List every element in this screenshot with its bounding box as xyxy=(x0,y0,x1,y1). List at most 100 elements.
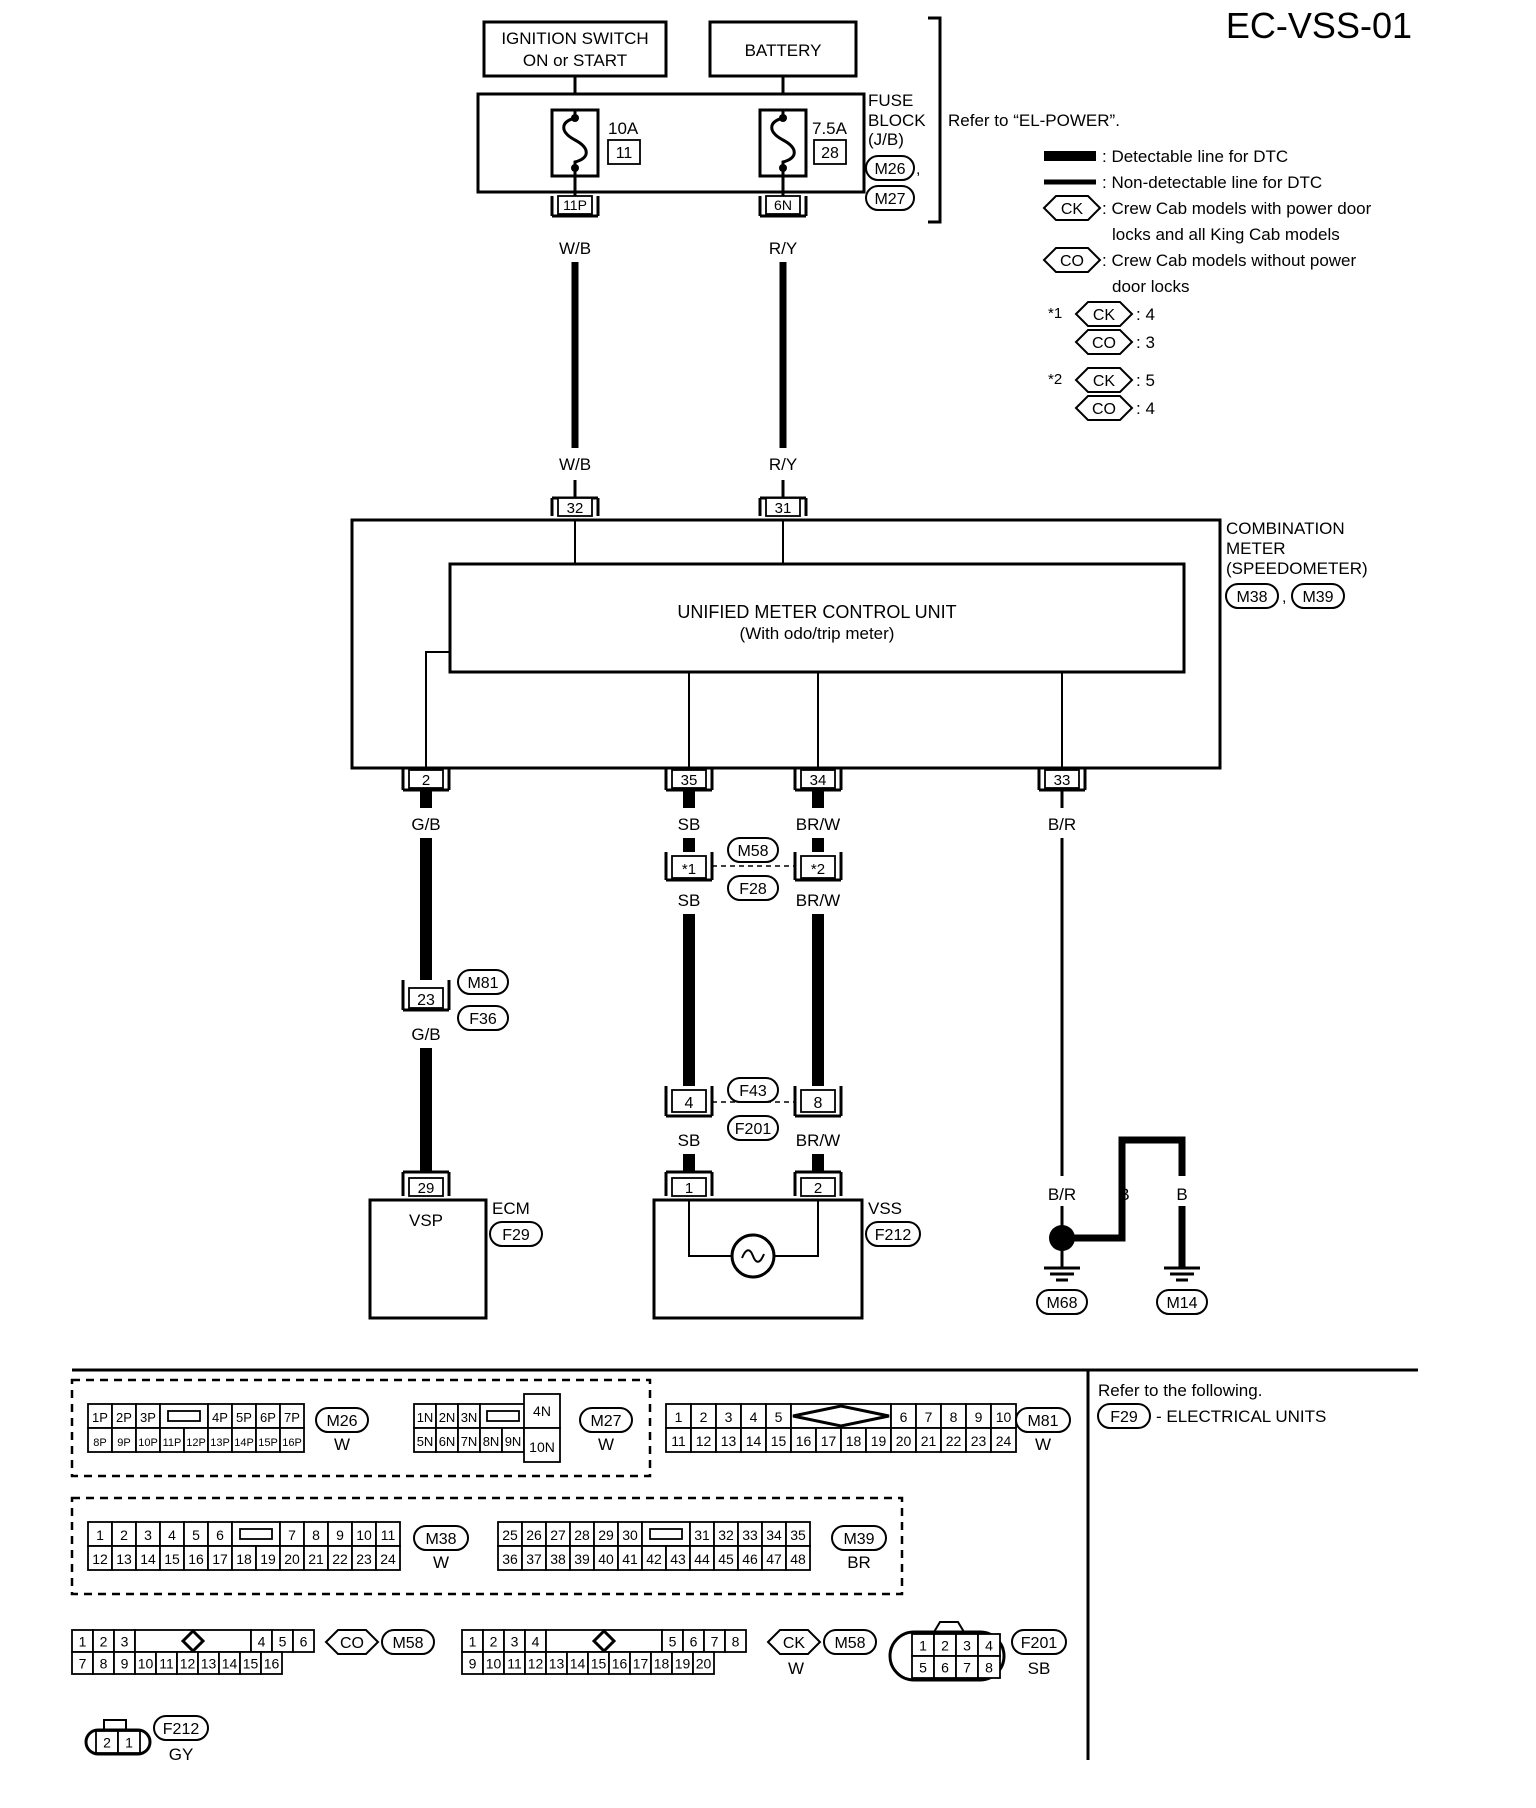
m81-name: M81 xyxy=(1027,1413,1058,1430)
joint-pin-8: 8 xyxy=(814,1095,823,1112)
joint-m81-f36: 23 xyxy=(401,980,451,1012)
m81-bottom-cell xyxy=(990,1427,1017,1453)
legend-co-text-1: : Crew Cab models without power xyxy=(1102,251,1357,270)
m26-top-cell xyxy=(135,1403,161,1429)
fuse-element-icon xyxy=(562,110,588,176)
wire-sb-1: SB xyxy=(678,815,701,834)
m26-top-pin: 4P xyxy=(212,1410,228,1425)
m39-color: BR xyxy=(847,1553,871,1572)
m38-bottom-cell xyxy=(207,1545,233,1571)
f212-cell xyxy=(117,1730,141,1754)
m81-color: W xyxy=(1035,1435,1051,1454)
m38-bottom-pin: 24 xyxy=(380,1551,396,1567)
m58ck-bottom-pin: 20 xyxy=(696,1655,712,1671)
pin-34-label: 34 xyxy=(810,772,827,789)
terminal-11p: 11P xyxy=(563,197,587,213)
f201-top-pin: 2 xyxy=(941,1637,949,1653)
m58co-tag-tag xyxy=(324,1629,380,1655)
refer-bracket xyxy=(928,16,942,224)
m26-color: W xyxy=(334,1435,350,1454)
legend-star2-co-code: CO xyxy=(1092,401,1116,418)
m26-bottom-pin: 8P xyxy=(93,1437,106,1449)
m39-bottom-pin: 43 xyxy=(670,1551,686,1567)
joint-f43: F43 xyxy=(739,1083,767,1100)
m39-bottom-pin: 46 xyxy=(742,1551,758,1567)
m81-top-pin: 4 xyxy=(750,1409,758,1425)
m39-top-pin: 25 xyxy=(502,1527,518,1543)
m81-bottom-cell xyxy=(790,1427,817,1453)
m39-bottom-pin: 42 xyxy=(646,1551,662,1567)
m58co-bottom-pin: 10 xyxy=(138,1655,154,1671)
vss-pin-2: 2 xyxy=(814,1180,822,1197)
joint-f36: F36 xyxy=(469,1011,497,1028)
svg-text:,: , xyxy=(916,161,920,178)
m38-top-cell xyxy=(279,1521,305,1547)
connector-pin-35: 35 xyxy=(664,768,714,792)
m38-color: W xyxy=(433,1553,449,1572)
m38-bottom-pin: 15 xyxy=(164,1551,180,1567)
m81-top-pin: 7 xyxy=(925,1409,933,1425)
m81-bottom-cell xyxy=(840,1427,867,1453)
fuse-block-label-1: FUSE xyxy=(868,91,913,110)
m38-bottom-pin: 21 xyxy=(308,1551,324,1567)
m58co-tag: CO xyxy=(340,1635,364,1652)
f201-bottom-cell xyxy=(977,1655,1001,1679)
fuse1-amp: 10A xyxy=(608,119,639,138)
ecm-signal: VSP xyxy=(409,1211,443,1230)
fuse-block-connector-1: M26 xyxy=(874,161,905,178)
pin-32-label: 32 xyxy=(567,500,584,517)
legend-star2-co: : 4 xyxy=(1136,399,1155,418)
joint-m58-f28: *1 *2 xyxy=(664,852,843,882)
wire-wb-top: W/B xyxy=(559,239,591,258)
m39-bottom-pin: 41 xyxy=(622,1551,638,1567)
m58co-top-pin: 6 xyxy=(300,1633,308,1649)
m27-top-pin: 2N xyxy=(439,1410,456,1425)
meter-label-2: METER xyxy=(1226,539,1286,558)
m38-bottom-cell xyxy=(159,1545,185,1571)
meter-label-3: (SPEEDOMETER) xyxy=(1226,559,1368,578)
connector-pin-2: 2 xyxy=(401,768,451,792)
wire-wb-bottom: W/B xyxy=(559,455,591,474)
m27-top-pin: 1N xyxy=(417,1410,434,1425)
m38-bottom-cell xyxy=(351,1545,377,1571)
wire-gb-1: G/B xyxy=(411,815,440,834)
fuse-block-connector-2: M27 xyxy=(874,191,905,208)
m26-top-pin: 1P xyxy=(92,1410,108,1425)
m38-bottom-pin: 12 xyxy=(92,1551,108,1567)
m26-bottom-pin: 9P xyxy=(117,1437,130,1449)
connector-pin-32: 32 xyxy=(550,496,600,517)
f212-name: F212 xyxy=(163,1721,200,1738)
m58co-bottom-pin: 14 xyxy=(222,1655,238,1671)
connector-pin-34: 34 xyxy=(793,768,843,792)
m39-bottom-cell xyxy=(521,1545,547,1571)
m26-name: M26 xyxy=(326,1413,357,1430)
m38-bottom-cell xyxy=(111,1545,137,1571)
f212-pin: 1 xyxy=(125,1734,133,1750)
m26-bottom-cell xyxy=(255,1427,281,1453)
f201-bottom-pin: 7 xyxy=(963,1659,971,1675)
wire-gb-2: G/B xyxy=(411,1025,440,1044)
meter-connector-2: M39 xyxy=(1302,589,1333,606)
vss-label: VSS xyxy=(868,1199,902,1218)
ground-m68: M68 xyxy=(1046,1295,1077,1312)
m39-top-pin: 27 xyxy=(550,1527,566,1543)
m38-bottom-cell xyxy=(279,1545,305,1571)
m81-bottom-pin: 12 xyxy=(696,1433,712,1449)
ignition-switch-box xyxy=(482,20,668,78)
legend-star1-co: : 3 xyxy=(1136,333,1155,352)
m81-name-pill xyxy=(1015,1407,1071,1433)
wire-brw-3: BR/W xyxy=(796,1131,840,1150)
f201-color: SB xyxy=(1028,1659,1051,1678)
wire-brw-2: BR/W xyxy=(796,891,840,910)
m81-bottom-pin: 14 xyxy=(746,1433,762,1449)
m81-top-pin: 10 xyxy=(996,1409,1012,1425)
m81-top-cell xyxy=(765,1403,792,1429)
refer-title: Refer to the following. xyxy=(1098,1381,1262,1400)
m58co-name-pill xyxy=(381,1629,435,1655)
m58ck-bottom-pin: 15 xyxy=(591,1655,607,1671)
m81-bottom-pin: 17 xyxy=(821,1433,837,1449)
m58co-top-pin: 4 xyxy=(258,1633,266,1649)
